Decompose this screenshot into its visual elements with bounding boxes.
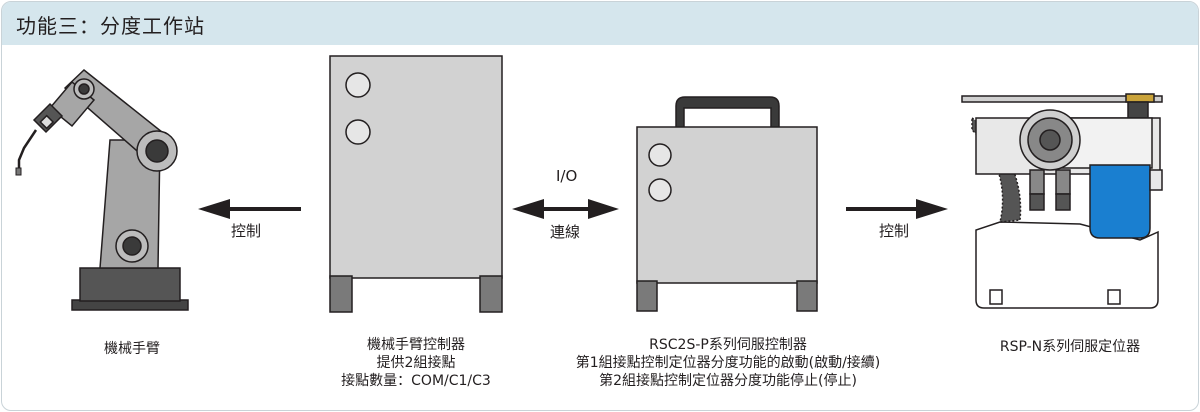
servo-controller-box	[636, 96, 818, 312]
robot-arm-caption: 機械手臂	[70, 340, 194, 358]
arrow-control-left	[198, 199, 301, 219]
arrow-control-right	[846, 199, 948, 219]
control-right-label: 控制	[879, 222, 910, 240]
arrow-io-bidirectional	[512, 199, 619, 219]
robot-arm-label: 機械手臂	[104, 341, 160, 357]
positioner-label: RSP-N系列伺服定位器	[999, 339, 1141, 355]
positioner-illustration	[961, 93, 1163, 309]
diagram-title: 功能三：分度工作站	[16, 14, 205, 38]
robot-controller-line-3: 接點數量：COM/C1/C3	[341, 373, 491, 389]
positioner-caption: RSP-N系列伺服定位器	[972, 338, 1168, 356]
robot-controller-line-2: 提供2組接點	[376, 355, 456, 371]
connection-label: 連線	[550, 223, 581, 241]
servo-controller-line-2: 第1組接點控制定位器分度功能的啟動(啟動/接續)	[575, 355, 881, 371]
servo-controller-line-3: 第2組接點控制定位器分度功能停止(停止)	[599, 373, 857, 389]
control-left-label: 控制	[231, 222, 262, 240]
servo-controller-caption: RSC2S-P系列伺服控制器 第1組接點控制定位器分度功能的啟動(啟動/接續) …	[520, 336, 936, 390]
robot-controller-cabinet	[329, 55, 503, 313]
robot-controller-caption: 機械手臂控制器 提供2組接點 接點數量：COM/C1/C3	[316, 336, 516, 390]
servo-controller-line-1: RSC2S-P系列伺服控制器	[649, 337, 807, 353]
title-bar: 功能三：分度工作站	[2, 2, 1198, 45]
io-label: I/O	[556, 167, 578, 185]
robot-controller-line-1: 機械手臂控制器	[367, 337, 465, 353]
robot-arm-illustration	[15, 69, 189, 311]
